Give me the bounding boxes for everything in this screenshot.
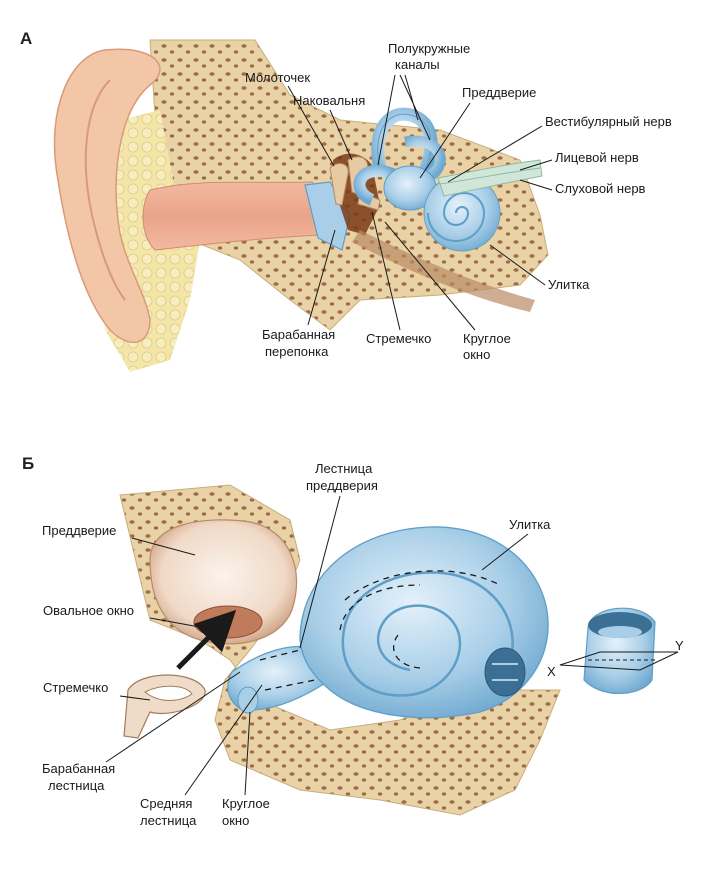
label-scala-media-1: Средняя — [140, 796, 192, 811]
label-scala-tympani-1: Барабанная — [42, 761, 115, 776]
cochlea-cut — [484, 647, 526, 697]
label-vestibular-nerve: Вестибулярный нерв — [545, 114, 672, 129]
label-semicircular-2: каналы — [395, 57, 440, 72]
round-window-b — [237, 686, 259, 714]
semicircular-canal-2 — [353, 164, 398, 206]
eustachian-tube — [352, 230, 535, 312]
pressure-arrow — [176, 609, 237, 670]
label-vestibule-b: Преддверие — [42, 523, 116, 538]
oval-window — [193, 605, 263, 639]
panel-b-letter: Б — [22, 454, 34, 473]
panel-a: А Полукружные каналы — [20, 29, 672, 372]
label-eardrum-1: Барабанная — [262, 327, 335, 342]
label-facial-nerve: Лицевой нерв — [555, 150, 639, 165]
semicircular-canal-3 — [404, 135, 446, 184]
label-round-window-2: окно — [463, 347, 490, 362]
nerve-bundle — [437, 159, 543, 197]
label-malleus: Молоточек — [245, 70, 310, 85]
label-cochlea-b: Улитка — [509, 517, 551, 532]
label-scala-vestibuli-1: Лестница — [315, 461, 373, 476]
label-axis-y: Y — [675, 638, 684, 653]
label-round-window-b2: окно — [222, 813, 249, 828]
label-round-window-1: Круглое — [463, 331, 511, 346]
cross-section-inset: X Y — [547, 607, 684, 695]
label-scala-vestibuli-2: преддверия — [306, 478, 378, 493]
label-scala-media-2: лестница — [140, 813, 197, 828]
label-stapes-a: Стремечко — [366, 331, 431, 346]
pinna — [53, 48, 161, 344]
label-vestibule-a: Преддверие — [462, 85, 536, 100]
ear-canal — [142, 181, 331, 251]
panel-b: Б X Y Лестн — [22, 454, 684, 828]
label-scala-tympani-2: лестница — [48, 778, 105, 793]
label-auditory-nerve: Слуховой нерв — [555, 181, 646, 196]
label-round-window-b1: Круглое — [222, 796, 270, 811]
label-stapes-b: Стремечко — [43, 680, 108, 695]
label-cochlea-a: Улитка — [548, 277, 590, 292]
label-incus: Наковальня — [293, 93, 365, 108]
label-semicircular-1: Полукружные — [388, 41, 470, 56]
label-eardrum-2: перепонка — [265, 344, 329, 359]
stapes-b — [123, 674, 206, 739]
label-oval-window: Овальное окно — [43, 603, 134, 618]
panel-a-letter: А — [20, 29, 32, 48]
label-axis-x: X — [547, 664, 556, 679]
vestibule-sac — [149, 519, 298, 645]
